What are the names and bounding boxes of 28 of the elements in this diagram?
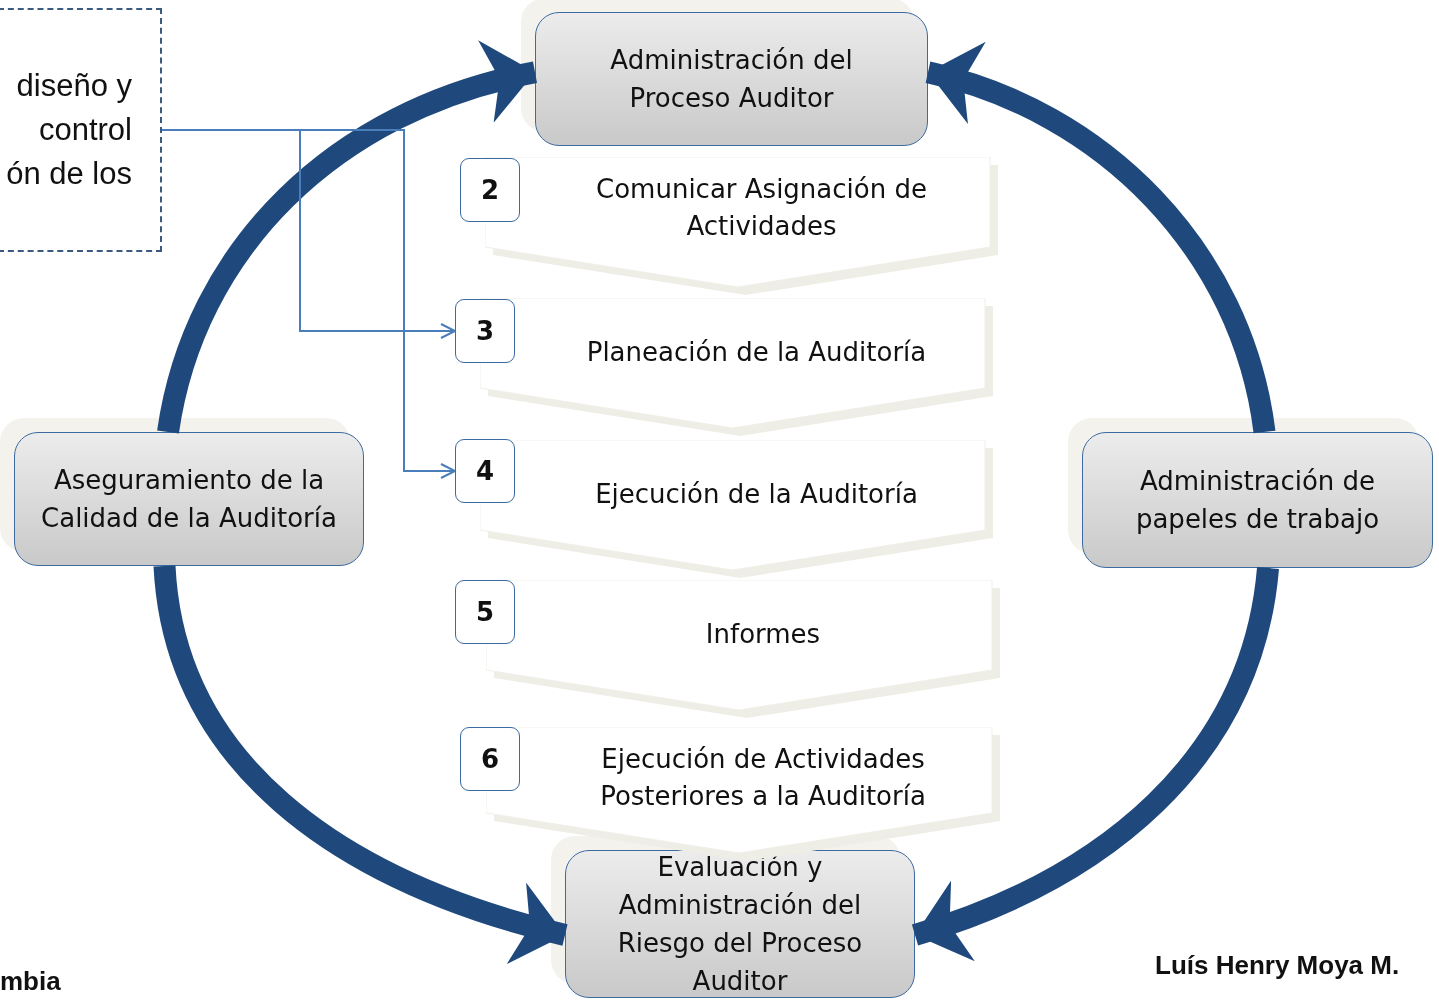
note-box (0, 8, 162, 252)
step-number: 6 (480, 744, 500, 774)
box-label: Comunicar Asignación de Actividades (595, 173, 928, 243)
author-credit: Luís Henry Moya M. (1155, 950, 1400, 981)
box-label: Evaluación y Administración del Riesgo del Proceso Auditor (616, 851, 864, 998)
connector-arrow (161, 129, 456, 479)
box-label: Administración de papeles de trabajo (1134, 465, 1381, 536)
box-label: Ejecución de Actividades Posteriores a la Auditoría (599, 743, 927, 813)
curved-arrow (153, 564, 568, 963)
footer-text: mbia (0, 966, 61, 997)
step-number: 4 (475, 456, 495, 486)
box-label: Informes (705, 618, 821, 651)
curved-arrow (911, 566, 1279, 960)
step-number-badge (455, 439, 515, 503)
step-number-badge (460, 158, 520, 222)
step-number: 5 (475, 597, 495, 627)
box-label: Aseguramiento de la Calidad de la Auditoría (40, 464, 338, 535)
step-number-badge (455, 580, 515, 644)
box-label: Administración del Proceso Auditor (609, 44, 854, 115)
box-label: Planeación de la Auditoría (586, 336, 927, 369)
curved-arrow (925, 44, 1276, 434)
box-label: diseño y control ón de los (5, 67, 132, 193)
step-number: 2 (480, 175, 500, 205)
step-number: 3 (475, 316, 495, 346)
step-panel (485, 157, 998, 295)
step-number-badge (460, 727, 520, 791)
step-number-badge (455, 299, 515, 363)
box-label: Ejecución de la Auditoría (595, 478, 918, 511)
